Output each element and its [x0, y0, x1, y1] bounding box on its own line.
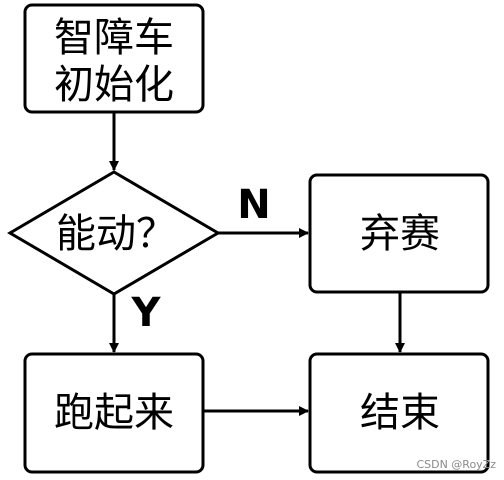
init-label-line2: 初始化 [54, 62, 174, 108]
run-label: 跑起来 [54, 390, 174, 436]
end-node: 结束 [308, 352, 490, 474]
edge-label-no: N [237, 182, 270, 228]
run-box [23, 352, 205, 474]
init-label-line1: 智障车 [54, 15, 174, 61]
watermark: CSDN @RoyZz [416, 458, 496, 471]
end-box [308, 352, 490, 474]
decision-label: 能动？ [56, 211, 176, 257]
edge-label-yes: Y [131, 290, 162, 336]
run-node: 跑起来 [23, 352, 205, 474]
forfeit-label: 弃赛 [360, 211, 440, 257]
forfeit-node: 弃赛 [308, 173, 490, 294]
init-node: 智障车 初始化 [23, 3, 205, 114]
end-label: 结束 [360, 390, 440, 436]
decision-node: 能动？ [7, 170, 221, 296]
